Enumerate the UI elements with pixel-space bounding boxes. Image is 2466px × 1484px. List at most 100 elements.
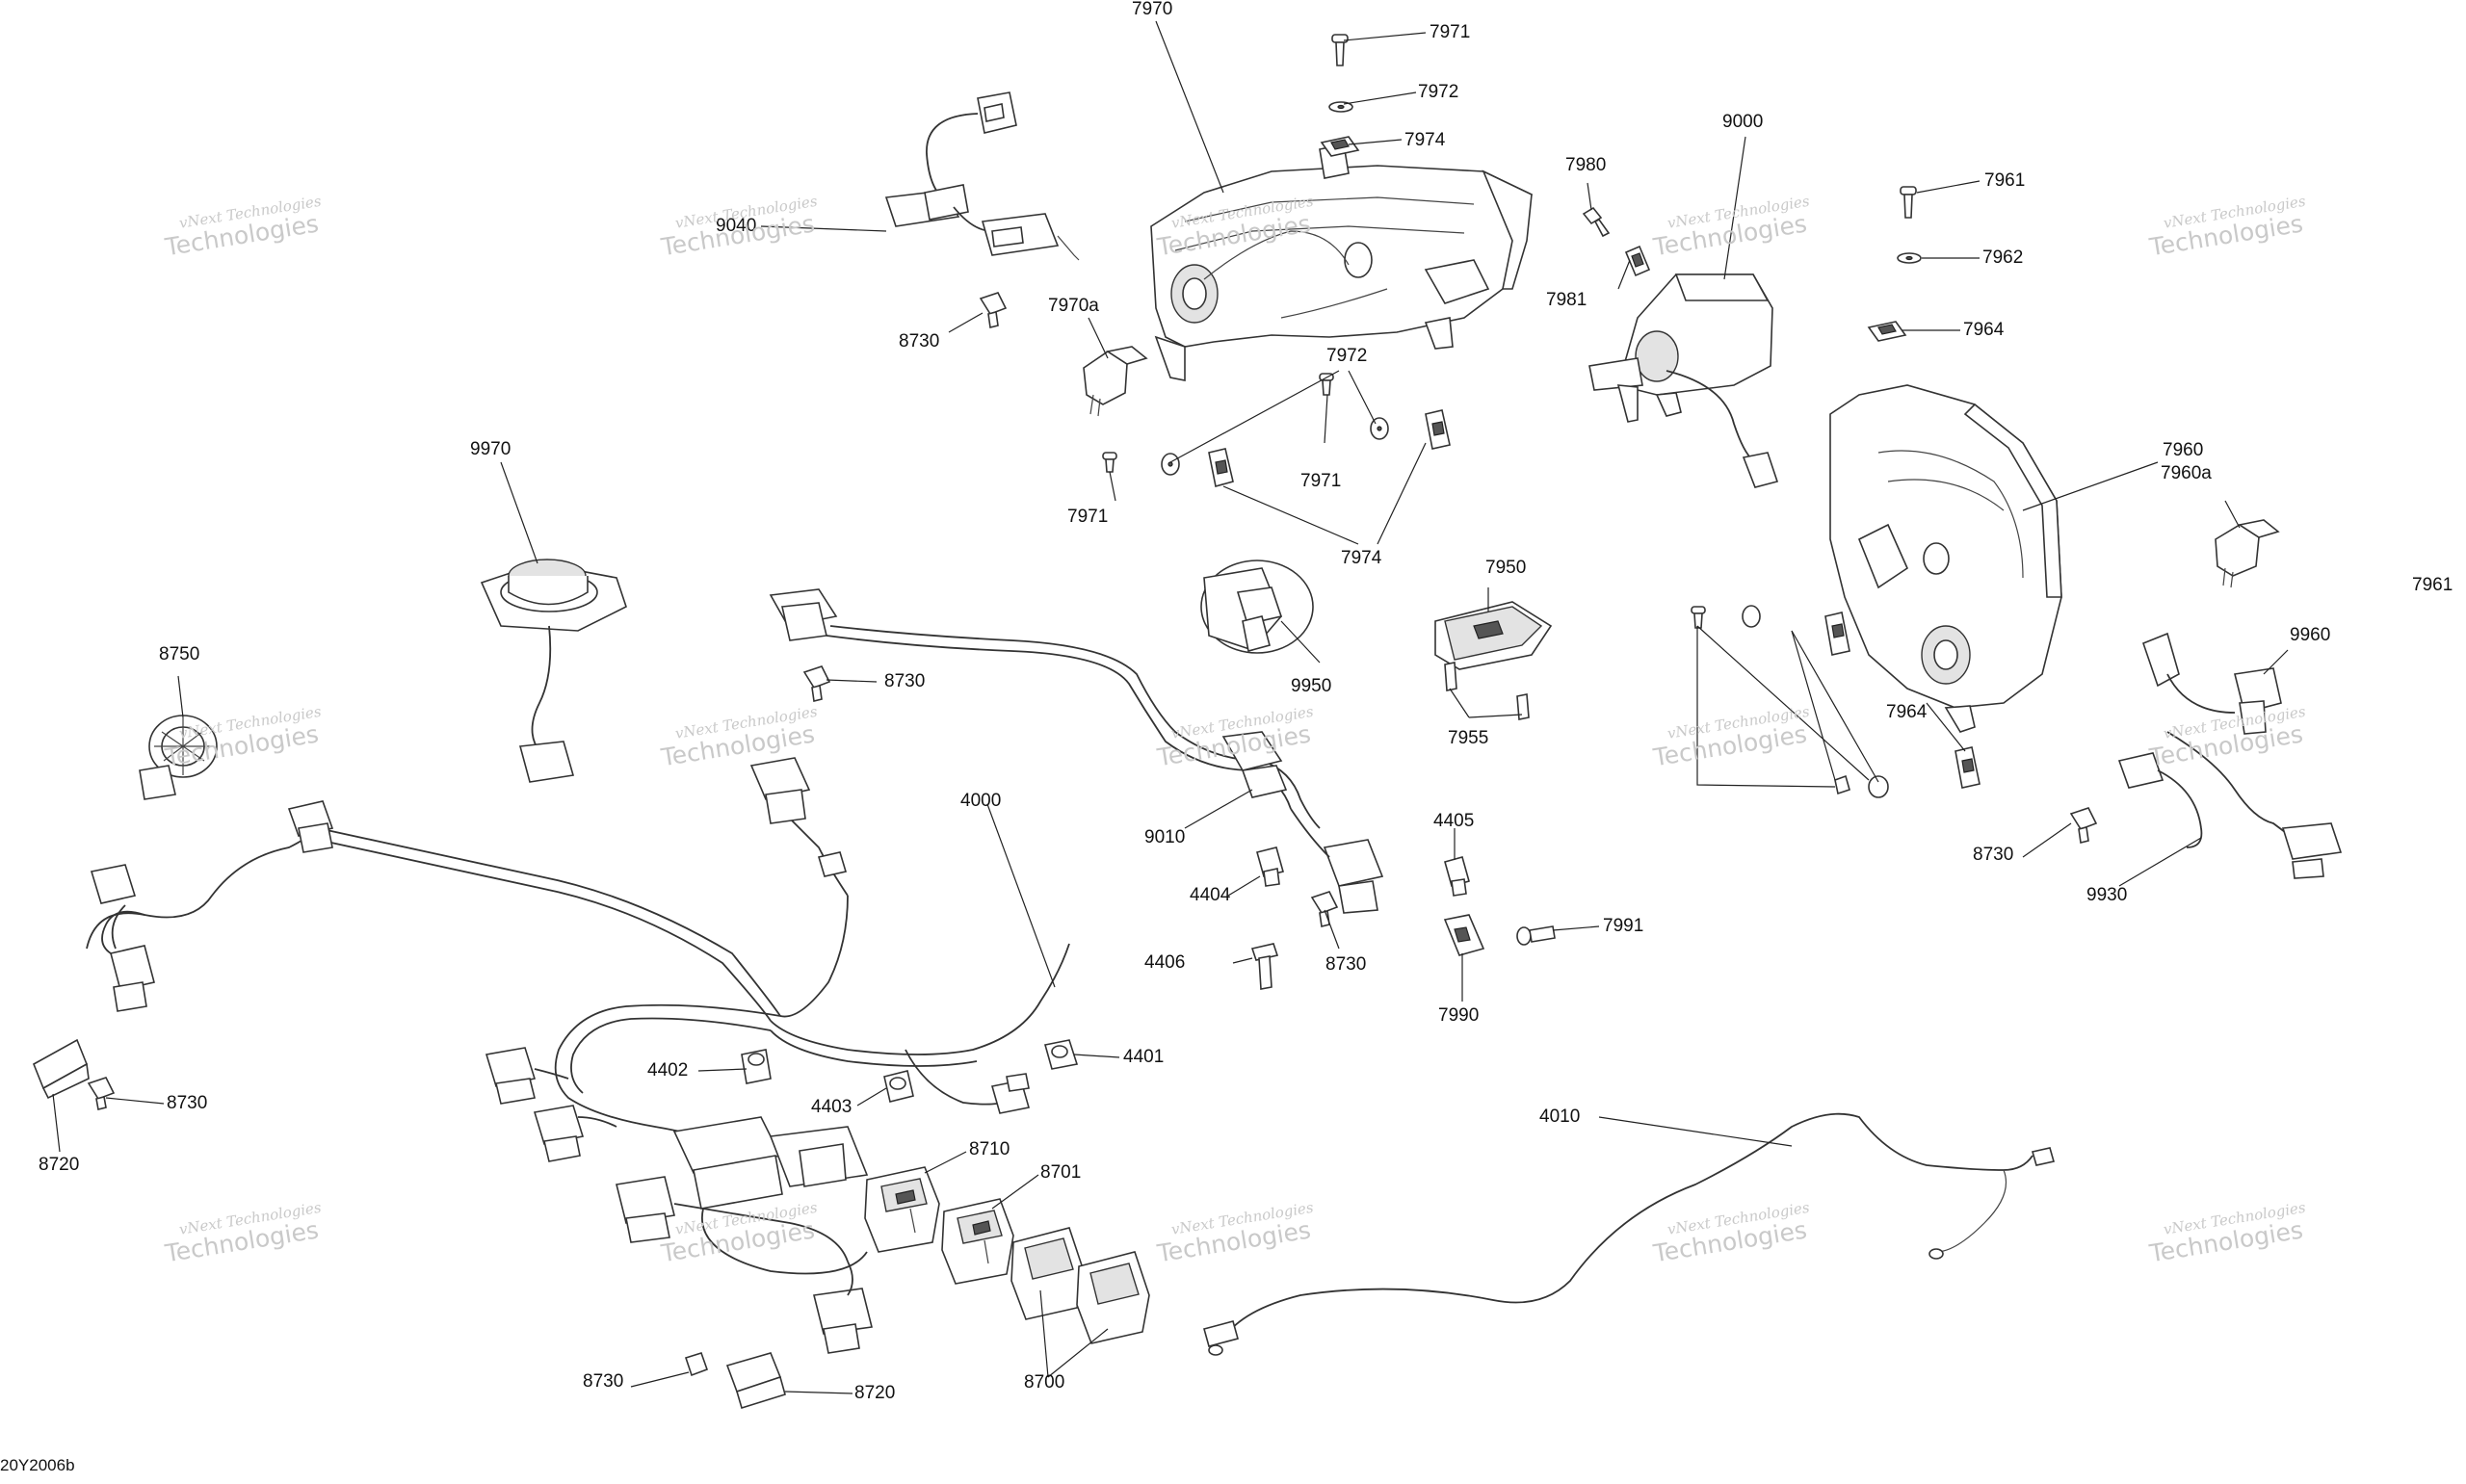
label-7974: 7974 xyxy=(1404,130,1446,150)
label-9950: 9950 xyxy=(1291,676,1332,696)
label-7974: 7974 xyxy=(1341,548,1382,568)
label-7950: 7950 xyxy=(1485,558,1527,578)
connector-8720-left xyxy=(32,1038,90,1100)
bulb-socket-7970a xyxy=(1083,346,1148,417)
clip-4404 xyxy=(1256,846,1284,887)
washer-7962-mid xyxy=(1742,605,1761,628)
label-8700: 8700 xyxy=(1024,1372,1065,1393)
connector-harness-9040 xyxy=(884,91,1080,261)
label-7991: 7991 xyxy=(1603,916,1644,936)
label-8750: 8750 xyxy=(159,644,200,664)
drawing-code: 20Y2006b xyxy=(0,1456,75,1474)
leader-lines xyxy=(52,20,2289,1394)
lamp-9000 xyxy=(1588,273,1779,488)
label-8720: 8720 xyxy=(854,1383,896,1403)
label-8720: 8720 xyxy=(39,1155,80,1175)
label-9930: 9930 xyxy=(2086,885,2128,905)
label-7960: 7960 xyxy=(2163,440,2204,460)
label-4404: 4404 xyxy=(1190,885,1231,905)
clip-4402 xyxy=(741,1049,772,1084)
label-7990: 7990 xyxy=(1438,1005,1480,1026)
label-9000: 9000 xyxy=(1722,112,1764,132)
clip-4401 xyxy=(1043,1039,1079,1070)
washer-7962-low xyxy=(1868,775,1889,798)
label-9040: 9040 xyxy=(716,216,757,236)
label-4402: 4402 xyxy=(647,1060,689,1080)
screw-7961-mid xyxy=(1691,606,1706,629)
label-7971: 7971 xyxy=(1300,471,1342,491)
speaker-8750 xyxy=(139,715,218,800)
clip-7974-top xyxy=(1320,136,1360,157)
clip-4405 xyxy=(1444,856,1470,897)
screw-7961-top xyxy=(1900,186,1917,219)
label-7970: 7970 xyxy=(1132,0,1173,19)
bolt-4406 xyxy=(1250,943,1279,990)
clip-7974-right xyxy=(1425,409,1451,450)
headlight-left-7970 xyxy=(1150,143,1533,381)
label-9970: 9970 xyxy=(470,439,512,459)
label-4403: 4403 xyxy=(811,1097,853,1117)
label-7981: 7981 xyxy=(1546,290,1587,310)
label-8730: 8730 xyxy=(884,671,926,691)
connector-9960 xyxy=(2141,632,2282,735)
label-4406: 4406 xyxy=(1144,952,1186,973)
screw-7961-low xyxy=(1834,774,1850,795)
label-7960a: 7960a xyxy=(2161,463,2212,483)
screw-7971-top xyxy=(1331,34,1349,66)
label-4010: 4010 xyxy=(1539,1106,1581,1127)
label-7964: 7964 xyxy=(1963,320,2005,340)
washer-7962 xyxy=(1897,252,1922,264)
label-9960: 9960 xyxy=(2290,625,2331,645)
label-7970a: 7970a xyxy=(1048,296,1099,316)
label-8730: 8730 xyxy=(899,331,940,351)
connector-8720-bottom xyxy=(725,1352,786,1410)
label-8730: 8730 xyxy=(1325,954,1367,975)
label-7964: 7964 xyxy=(1886,702,1928,722)
label-8710: 8710 xyxy=(969,1139,1010,1159)
screw-7971-mid xyxy=(1319,373,1334,396)
washer-7972-right xyxy=(1370,417,1389,440)
clip-8730-right xyxy=(2069,807,2098,844)
label-7971: 7971 xyxy=(1430,22,1471,42)
switch-8701 xyxy=(941,1198,1014,1285)
screw-7955-a xyxy=(1444,662,1457,691)
clip-7974-left xyxy=(1208,448,1234,488)
label-4401: 4401 xyxy=(1123,1047,1165,1067)
screw-7971-left xyxy=(1102,452,1117,473)
label-7961: 7961 xyxy=(1984,170,2026,191)
nut-7990 xyxy=(1443,914,1485,956)
label-4405: 4405 xyxy=(1433,811,1475,831)
label-7961: 7961 xyxy=(2412,575,2453,595)
clip-8730-harness xyxy=(1310,891,1339,927)
main-harness-4000 xyxy=(86,588,1384,1354)
label-8730: 8730 xyxy=(1973,845,2014,865)
screw-7955-b xyxy=(1516,693,1530,720)
clip-7964-mid xyxy=(1824,612,1850,656)
buzzer-9970 xyxy=(480,559,627,783)
label-8730: 8730 xyxy=(167,1093,208,1113)
label-7962: 7962 xyxy=(1982,247,2024,268)
label-7980: 7980 xyxy=(1565,155,1607,175)
clip-7981 xyxy=(1624,245,1651,277)
clip-8730-left xyxy=(87,1077,116,1110)
clip-7964-bottom xyxy=(1954,746,1981,789)
washer-7972-left xyxy=(1161,453,1180,476)
washer-7972-top xyxy=(1328,101,1353,113)
clip-4403 xyxy=(883,1070,914,1103)
label-7972: 7972 xyxy=(1418,82,1459,102)
clip-7964-top xyxy=(1867,321,1907,342)
headlight-right-7960 xyxy=(1829,384,2062,733)
label-7955: 7955 xyxy=(1448,728,1489,748)
switch-8710 xyxy=(864,1166,940,1253)
bulb-socket-7960a xyxy=(2215,519,2280,588)
clip-8730-bottom xyxy=(684,1352,709,1377)
screw-7980 xyxy=(1582,206,1611,238)
label-7972: 7972 xyxy=(1326,346,1368,366)
harness-9930 xyxy=(2117,731,2343,879)
clip-8730-top xyxy=(979,292,1008,328)
label-8730: 8730 xyxy=(583,1371,624,1392)
socket-9950 xyxy=(1200,560,1314,654)
label-4000: 4000 xyxy=(960,791,1002,811)
